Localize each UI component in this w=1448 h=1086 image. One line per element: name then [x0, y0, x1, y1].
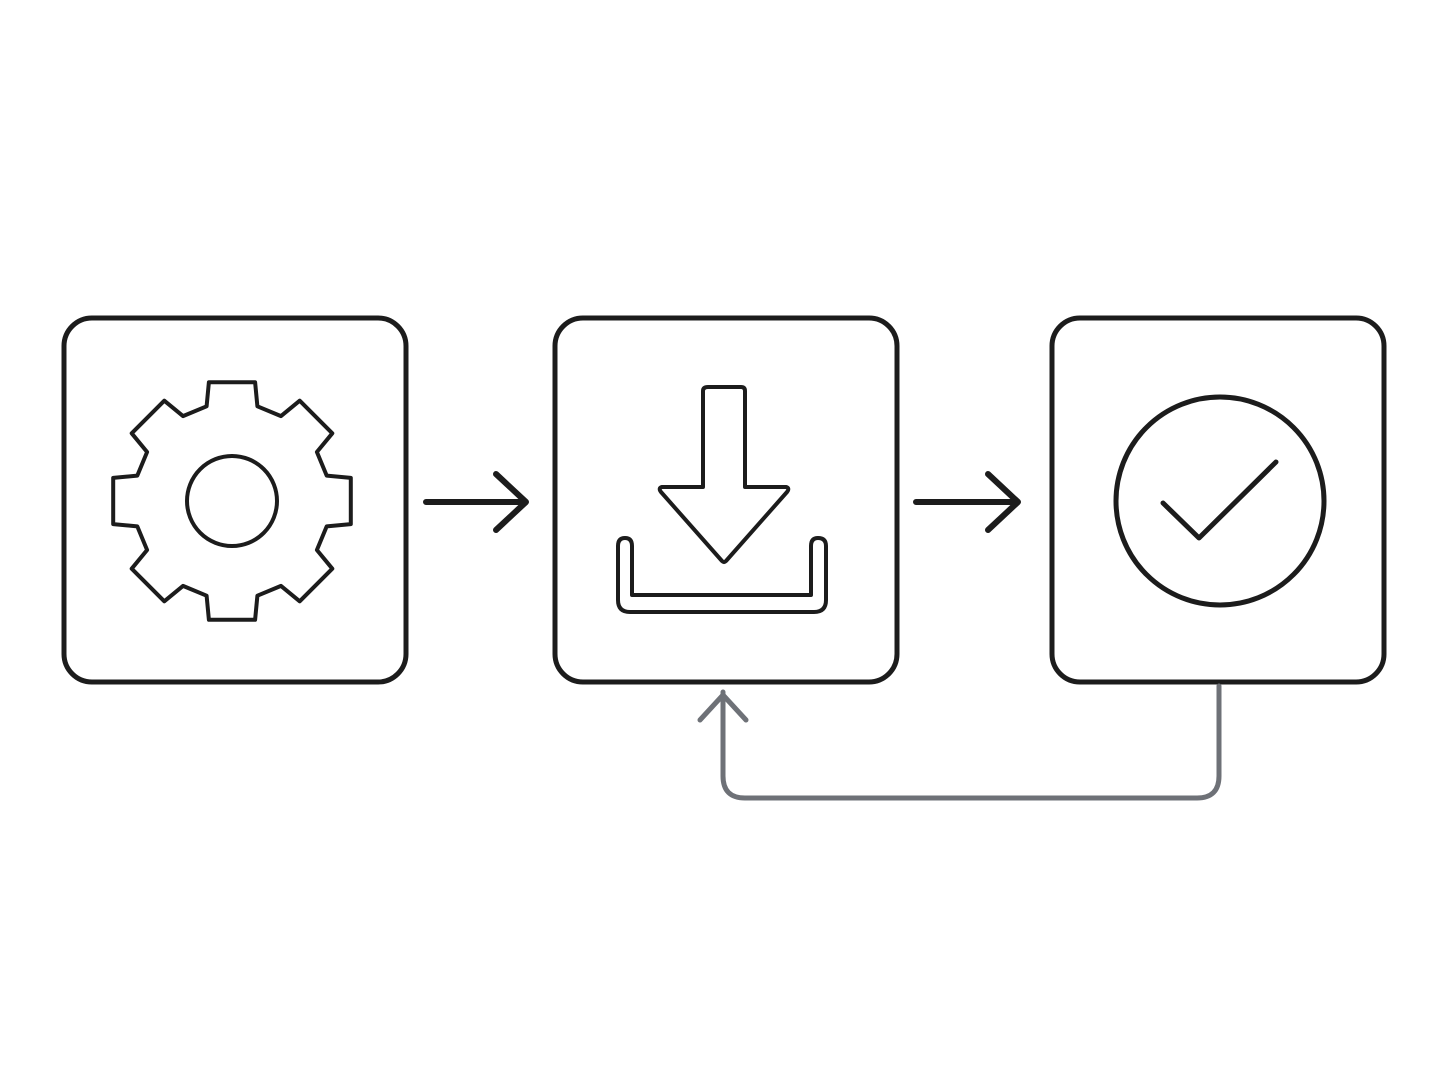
node-download [552, 315, 900, 685]
download-icon [616, 385, 828, 614]
gear-icon [111, 380, 353, 622]
arrow-right-icon [423, 471, 529, 533]
node-download-box [552, 315, 900, 685]
edge-download-to-verify [913, 471, 1021, 533]
edge-verify-to-download-loop [697, 683, 1222, 801]
node-verify-box [1049, 315, 1387, 685]
node-configure-box [61, 315, 409, 685]
node-configure [61, 315, 409, 685]
check-circle-icon [1113, 394, 1327, 608]
loop-back-arrow-icon [697, 683, 1222, 801]
arrow-right-icon [913, 471, 1021, 533]
edge-configure-to-download [423, 471, 529, 533]
node-verify [1049, 315, 1387, 685]
